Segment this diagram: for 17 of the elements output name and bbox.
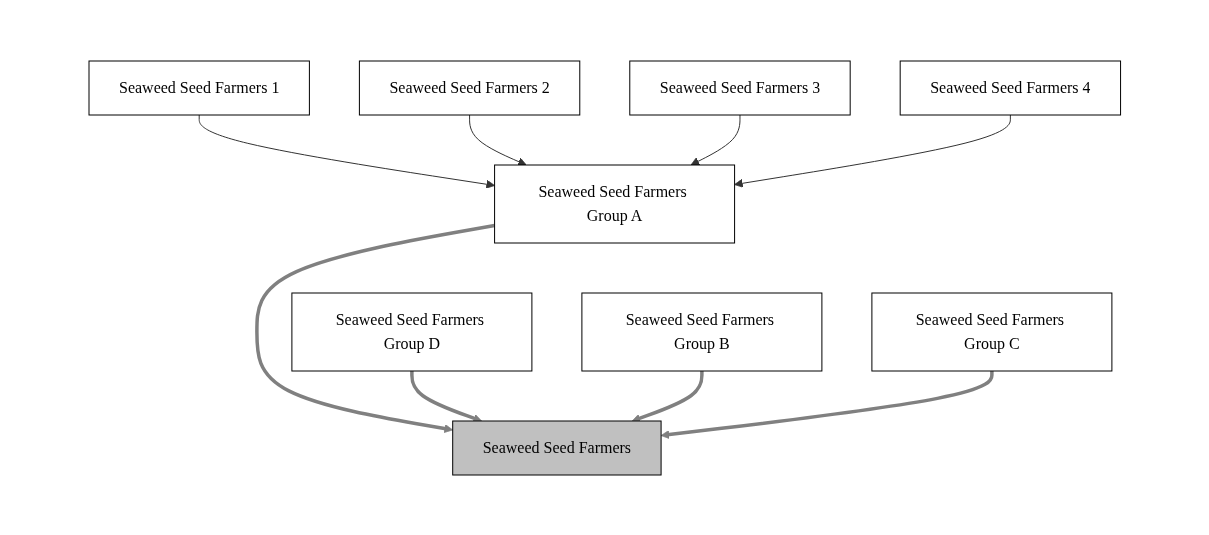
node-box: Seaweed Seed Farmers Group B [581, 292, 823, 371]
arrow [468, 114, 527, 166]
node-box: Seaweed Seed Farmers 1 [88, 60, 310, 115]
arrow [409, 370, 482, 422]
arrow [733, 114, 1011, 188]
node-box: Seaweed Seed Farmers 4 [899, 60, 1121, 115]
node-box: Seaweed Seed Farmers Group D [291, 292, 533, 371]
arrow [660, 370, 994, 439]
arrow [690, 114, 741, 165]
node-box: Seaweed Seed Farmers Group A [493, 164, 735, 243]
node-box: Seaweed Seed Farmers 3 [629, 60, 851, 115]
arrow [631, 370, 704, 422]
node-box: Seaweed Seed Farmers Group C [871, 292, 1113, 371]
arrow [254, 223, 495, 433]
arrow [198, 114, 495, 189]
node-box: Seaweed Seed Farmers [451, 420, 662, 475]
node-box: Seaweed Seed Farmers 2 [358, 60, 580, 115]
